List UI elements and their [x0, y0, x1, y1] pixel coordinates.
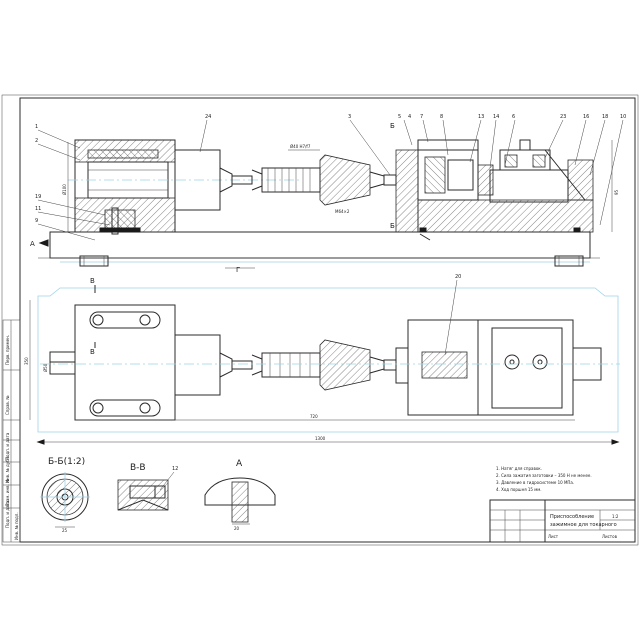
callout-label: 11	[35, 206, 41, 212]
stamp-cell: Подп. и дата	[5, 432, 10, 460]
callout-label: 16	[583, 114, 589, 120]
callout-label: 8	[440, 114, 443, 120]
callout-label: 12	[172, 466, 178, 472]
section-mark: В	[90, 348, 95, 356]
callout-label: 9	[35, 218, 38, 224]
view-a: А 20	[204, 459, 276, 531]
title-name: Приспособление	[550, 514, 594, 520]
plan-dimensions: 350 Ø50 720 1300	[24, 300, 620, 445]
callout-label: 14	[493, 114, 499, 120]
stamp-cell: Справ. №	[5, 396, 10, 415]
section-mark: Г	[236, 266, 240, 274]
dim-text: Ø40 Н7/f7	[290, 144, 311, 149]
dim-text: 1300	[315, 436, 326, 441]
stamp-cell: Инв. № подл.	[14, 512, 19, 540]
title-sheets: Листов	[602, 534, 618, 539]
note-line: 2. Сила зажатия заготовки – 350 Н не мен…	[496, 473, 592, 478]
title-sheet: Лист	[548, 534, 559, 539]
note-line: 4. Ход поршня 15 мм.	[496, 487, 542, 492]
section-mark: В	[90, 277, 95, 285]
callout-label: 13	[478, 114, 484, 120]
section-title: В-В	[130, 463, 146, 473]
section-title: Б-Б(1:2)	[48, 457, 85, 467]
stamp-cell: Взам. инв. №	[5, 479, 10, 506]
stamp-cell: Подп. и дата	[5, 500, 10, 528]
section-mark: Б	[390, 122, 395, 130]
dim-text: 25	[62, 528, 68, 533]
title-block: Приспособление зажимное для токарного 1:…	[489, 499, 636, 543]
callout-label: 6	[512, 114, 515, 120]
callout-label: 23	[560, 114, 566, 120]
callout-label: 24	[205, 114, 211, 120]
side-stamp: Перв. примен. Справ. № Подп. и дата Инв.…	[2, 319, 21, 543]
section-vv: В-В 12	[117, 463, 178, 511]
callout-label: 19	[35, 194, 41, 200]
dim-text: 720	[310, 414, 318, 419]
callout-label: 4	[408, 114, 411, 120]
callout-label: 10	[620, 114, 626, 120]
dim-text: 95	[614, 189, 619, 195]
plan-view: 20 В В	[37, 274, 620, 433]
callout-label: 18	[602, 114, 608, 120]
title-scale: 1:2	[612, 514, 619, 519]
front-dimensions: Ø100 95 Ø40 Н7/f7 М64×2 Б Б А Г	[30, 122, 619, 274]
section-mark: А	[30, 240, 35, 248]
callout-label: 3	[348, 114, 351, 120]
callout-label: 5	[398, 114, 401, 120]
callout-label: 2	[35, 138, 38, 144]
dim-text: 350	[24, 357, 29, 365]
dim-text: 20	[234, 526, 240, 531]
stamp-cell: Инв. № дубл.	[5, 456, 10, 483]
title-name: зажимное для токарного	[550, 522, 617, 528]
dim-text: Ø100	[62, 184, 67, 195]
note-line: 3. Давление в гидросистеме 10 МПа.	[496, 480, 574, 485]
dim-text: М64×2	[335, 209, 350, 214]
callout-label: 1	[35, 124, 38, 130]
section-title: А	[236, 459, 243, 469]
note-line: 1. Натяг для справок.	[496, 466, 542, 471]
dim-text: Ø50	[43, 363, 48, 372]
callout-label: 7	[420, 114, 423, 120]
front-callouts: 1 2 24 3 5 4 7 8 13 14 6 23 16 18 10 19 …	[35, 114, 626, 241]
callout-label: 20	[455, 274, 461, 280]
front-view	[38, 139, 600, 267]
stamp-cell: Перв. примен.	[5, 335, 10, 365]
section-bb: Б-Б(1:2) 25	[40, 457, 90, 533]
technical-notes: 1. Натяг для справок. 2. Сила зажатия за…	[496, 466, 592, 492]
section-mark: Б	[390, 222, 395, 230]
